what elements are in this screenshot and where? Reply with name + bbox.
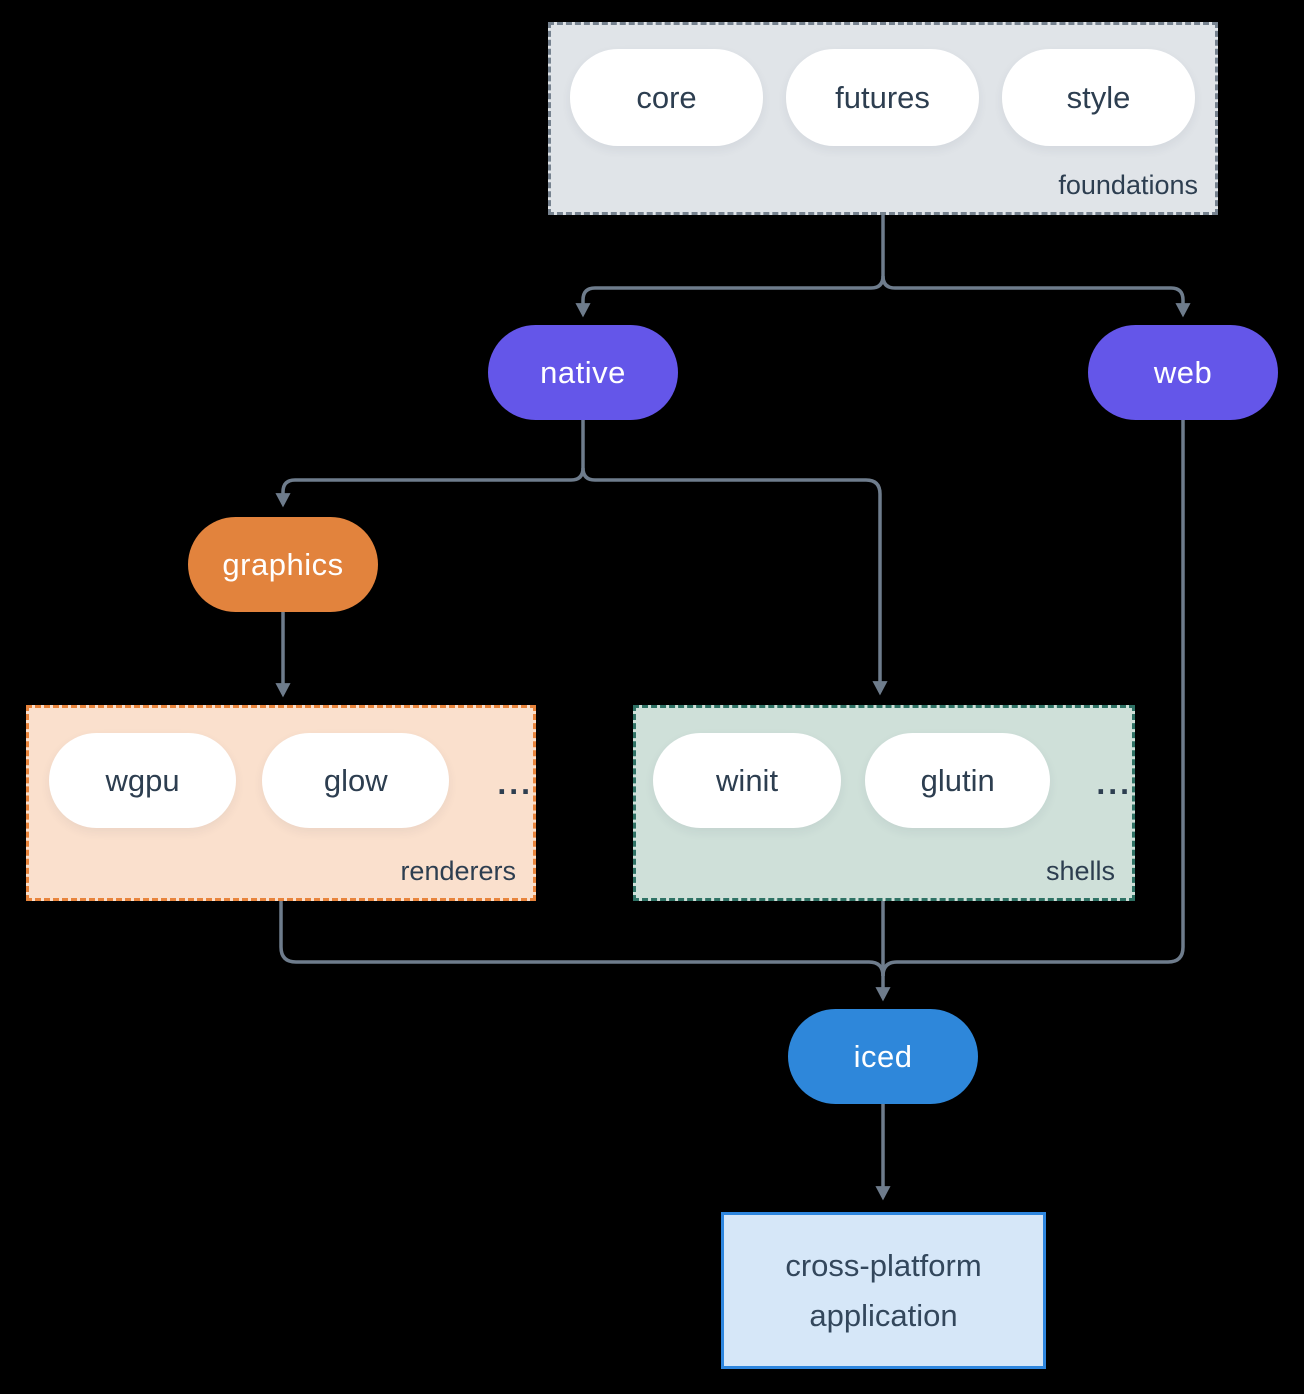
group-label-renderers: renderers — [400, 856, 516, 886]
node-graphics: graphics — [188, 517, 378, 612]
edge-native-shells — [581, 467, 888, 696]
foundations-pill-row: core futures style — [551, 25, 1215, 146]
node-wgpu: wgpu — [49, 733, 237, 828]
node-web: web — [1088, 325, 1278, 420]
node-iced: iced — [788, 1009, 978, 1104]
edge-foundations-native — [575, 215, 885, 318]
group-label-shells: shells — [1045, 856, 1115, 886]
renderers-pill-row: wgpu glow ... — [29, 708, 533, 828]
edge-renderers-merge — [279, 901, 885, 977]
node-application: cross-platform application — [721, 1212, 1046, 1369]
group-shells: winit glutin ... shells — [633, 705, 1135, 901]
node-style: style — [1002, 49, 1195, 146]
renderers-ellipsis: ... — [497, 765, 533, 801]
group-renderers: wgpu glow ... renderers — [26, 705, 536, 901]
shells-pill-row: winit glutin ... — [636, 708, 1132, 828]
node-native: native — [488, 325, 678, 420]
group-label-foundations: foundations — [1058, 170, 1198, 200]
node-core: core — [570, 49, 763, 146]
shells-ellipsis: ... — [1096, 765, 1132, 801]
edge-native-graphics — [275, 420, 585, 508]
edge-foundations-web — [881, 275, 1191, 318]
node-glutin: glutin — [865, 733, 1051, 828]
node-winit: winit — [653, 733, 842, 828]
group-foundations: core futures style foundations — [548, 22, 1218, 215]
node-glow: glow — [262, 733, 450, 828]
node-futures: futures — [786, 49, 979, 146]
